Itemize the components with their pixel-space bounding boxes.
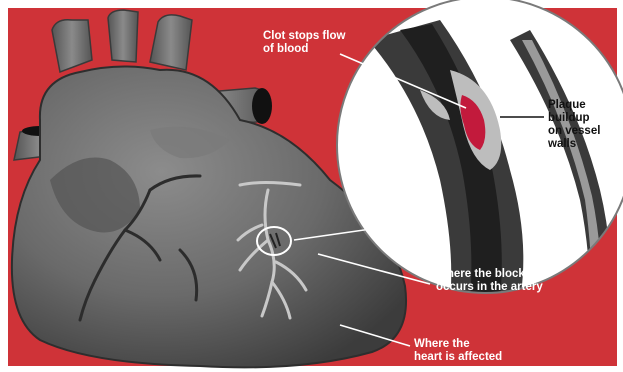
plaque-label-line-3: on vessel <box>548 125 600 138</box>
plaque-label: Plaque buildup on vessel walls <box>548 99 600 151</box>
clot-label-line-1: Clot stops flow <box>263 30 345 43</box>
affected-label-line-1: Where the <box>414 338 502 351</box>
affected-label-line-2: heart is affected <box>414 351 502 364</box>
plaque-label-line-1: Plaque <box>548 99 600 112</box>
plaque-label-line-4: walls <box>548 138 600 151</box>
blockage-label-line-2: occurs in the artery <box>436 281 545 294</box>
affected-label: Where the heart is affected <box>414 338 502 364</box>
plaque-label-line-2: buildup <box>548 112 600 125</box>
clot-label-line-2: of blood <box>263 43 345 56</box>
blockage-label-line-1: Where the blockage <box>436 268 545 281</box>
clot-label: Clot stops flow of blood <box>263 30 345 56</box>
blockage-label: Where the blockage occurs in the artery <box>436 268 545 294</box>
